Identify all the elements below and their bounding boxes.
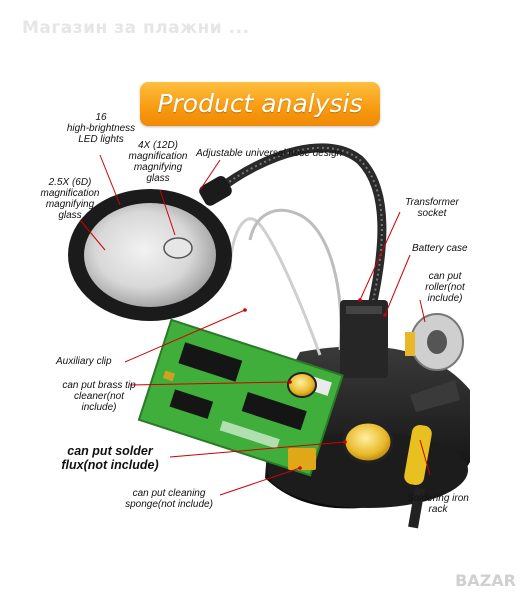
leader-flux xyxy=(169,441,346,458)
product-analysis-banner: Product analysis xyxy=(140,82,380,126)
leader-4x xyxy=(159,189,176,236)
leader-25x xyxy=(79,219,106,251)
helping-arm-left xyxy=(228,217,322,356)
leader-hose xyxy=(199,159,221,191)
flux-cup xyxy=(342,420,394,464)
banner-title: Product analysis xyxy=(157,89,363,118)
leader-led xyxy=(99,154,121,206)
leader-battery xyxy=(384,254,411,316)
label-adjustable-hose: Adjustable universal hose design xyxy=(196,148,343,159)
label-auxiliary-clip: Auxiliary clip xyxy=(56,356,112,367)
leader-aux xyxy=(124,309,246,363)
soldering-iron xyxy=(404,424,432,486)
leader-rack xyxy=(419,439,431,476)
circuit-board xyxy=(137,318,344,477)
sponge-tray xyxy=(288,448,316,470)
brass-tip-cup xyxy=(287,372,317,398)
leader-roller xyxy=(419,299,426,323)
center-tower xyxy=(340,300,388,378)
gooseneck-hose xyxy=(210,143,387,320)
store-watermark: Магазин за плажни ... xyxy=(22,18,250,38)
leader-sponge xyxy=(219,467,301,496)
leader-transformer xyxy=(359,211,401,301)
leader-brass xyxy=(129,381,291,386)
brand-watermark: BAZAR xyxy=(455,571,516,590)
small-lens xyxy=(163,237,193,259)
helping-arm-right xyxy=(248,208,343,351)
label-battery-case: Battery case xyxy=(412,243,468,254)
iron-rack-coil xyxy=(410,380,460,412)
magnifier-lens xyxy=(84,203,216,307)
